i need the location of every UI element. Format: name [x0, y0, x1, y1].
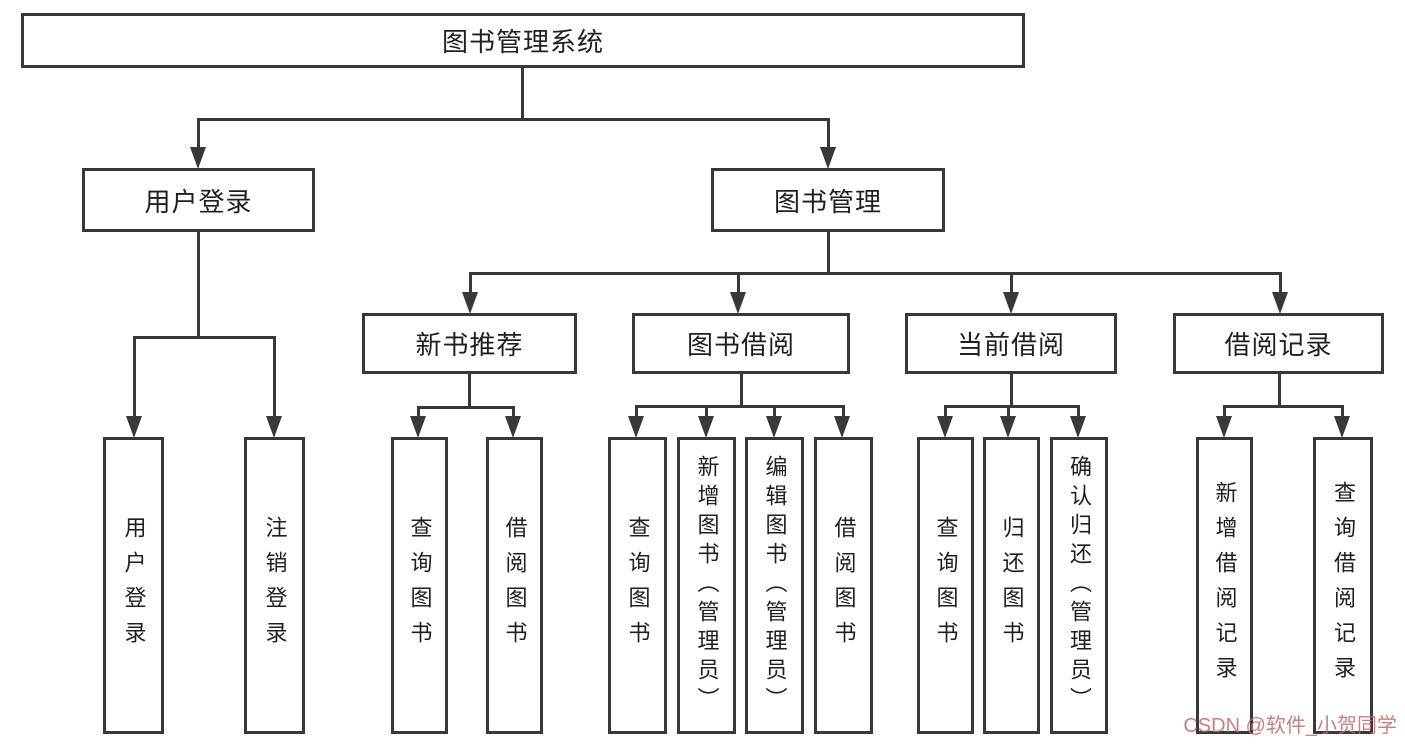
arrow-down-icon [1216, 416, 1232, 438]
arrow-down-icon [730, 292, 746, 314]
node-label: 归还图书 [999, 515, 1025, 656]
node-label: 当前借阅 [956, 330, 1065, 360]
connector-line-v [1279, 272, 1282, 294]
connector-line-v [512, 406, 515, 417]
arrow-down-icon [698, 416, 714, 438]
node-label: 新增借阅记录 [1212, 480, 1238, 691]
arrow-down-icon [766, 416, 782, 438]
arrow-down-icon [1272, 292, 1288, 314]
connector-line-h [417, 406, 515, 409]
arrow-down-icon [1000, 416, 1016, 438]
node-label: 用户登录 [144, 186, 253, 217]
leaf-return-book: 归还图书 [983, 437, 1040, 734]
node-library-system: 图书管理系统 [21, 13, 1025, 68]
connector-line-v [273, 336, 276, 417]
connector-line-v [1010, 272, 1013, 294]
connector-line-v [1278, 374, 1281, 405]
csdn-watermark: CSDN @软件_小贺同学 [1183, 715, 1397, 737]
node-label: 借阅图书 [831, 515, 857, 656]
arrow-down-icon [1070, 416, 1086, 438]
connector-line-v [827, 232, 830, 272]
connector-line-h [1223, 405, 1344, 408]
node-borrow-records: 借阅记录 [1173, 313, 1384, 374]
node-label: 借阅图书 [502, 515, 528, 656]
arrow-down-icon [628, 416, 644, 438]
leaf-confirm-return-admin: 确认归还（管理员） [1050, 437, 1108, 734]
connector-line-v [705, 405, 708, 417]
node-label: 图书管理系统 [441, 27, 604, 57]
node-book-management: 图书管理 [711, 168, 945, 232]
node-label: 查询图书 [933, 515, 959, 656]
connector-line-v [1007, 405, 1010, 417]
node-label: 编辑图书（管理员） [762, 455, 788, 716]
arrow-down-icon [462, 292, 478, 314]
node-label: 查询借阅记录 [1331, 480, 1356, 691]
node-new-book-recommend: 新书推荐 [362, 313, 577, 374]
connector-line-h [197, 118, 830, 121]
leaf-add-borrow-record: 新增借阅记录 [1196, 437, 1253, 734]
connector-line-h [944, 405, 1080, 408]
node-label: 图书借阅 [686, 330, 795, 360]
leaf-query-borrow-record: 查询借阅记录 [1313, 437, 1373, 734]
arrow-down-icon [190, 147, 206, 169]
arrow-down-icon [410, 416, 426, 438]
connector-line-v [635, 405, 638, 417]
arrow-down-icon [505, 416, 521, 438]
connector-line-v [944, 405, 947, 417]
connector-line-v [1223, 405, 1226, 417]
leaf-borrow-books-borrow: 借阅图书 [814, 437, 873, 734]
connector-line-v [827, 118, 830, 150]
connector-line-v [842, 405, 845, 417]
leaf-edit-book-admin: 编辑图书（管理员） [745, 437, 804, 734]
connector-line-v [737, 272, 740, 294]
connector-line-v [1077, 405, 1080, 417]
leaf-logout: 注销登录 [244, 437, 305, 734]
connector-line-v [773, 405, 776, 417]
node-label: 确认归还（管理员） [1067, 455, 1092, 716]
node-label: 注销登录 [262, 515, 288, 656]
arrow-down-icon [834, 416, 850, 438]
arrow-down-icon [1003, 292, 1019, 314]
leaf-query-books-current: 查询图书 [917, 437, 974, 734]
arrow-down-icon [820, 147, 836, 169]
node-user-login-group: 用户登录 [82, 168, 315, 232]
node-label: 图书管理 [773, 186, 882, 217]
node-label: 借阅记录 [1224, 330, 1333, 360]
connector-line-v [468, 374, 471, 406]
node-label: 新增图书（管理员） [694, 455, 720, 716]
node-book-borrow: 图书借阅 [632, 313, 850, 374]
arrow-down-icon [1334, 416, 1350, 438]
connector-line-v [521, 68, 524, 118]
connector-line-h [133, 336, 276, 339]
connector-line-v [740, 374, 743, 405]
node-current-borrow: 当前借阅 [905, 313, 1117, 374]
connector-line-v [197, 118, 200, 150]
connector-line-h [469, 272, 1282, 275]
arrow-down-icon [126, 416, 142, 438]
leaf-user-login: 用户登录 [103, 437, 164, 734]
connector-line-v [133, 336, 136, 417]
node-label: 查询图书 [407, 515, 433, 656]
arrow-down-icon [266, 416, 282, 438]
connector-line-v [417, 406, 420, 417]
node-label: 新书推荐 [415, 330, 524, 360]
connector-line-v [1341, 405, 1344, 417]
leaf-query-books-newbook: 查询图书 [391, 437, 448, 734]
node-label: 查询图书 [625, 515, 651, 656]
leaf-borrow-books-newbook: 借阅图书 [486, 437, 543, 734]
leaf-add-book-admin: 新增图书（管理员） [677, 437, 736, 734]
connector-line-v [469, 272, 472, 294]
leaf-query-books-borrow: 查询图书 [608, 437, 667, 734]
connector-line-h [635, 405, 845, 408]
connector-line-v [1010, 374, 1013, 405]
arrow-down-icon [937, 416, 953, 438]
connector-line-v [197, 232, 200, 336]
node-label: 用户登录 [121, 515, 147, 656]
